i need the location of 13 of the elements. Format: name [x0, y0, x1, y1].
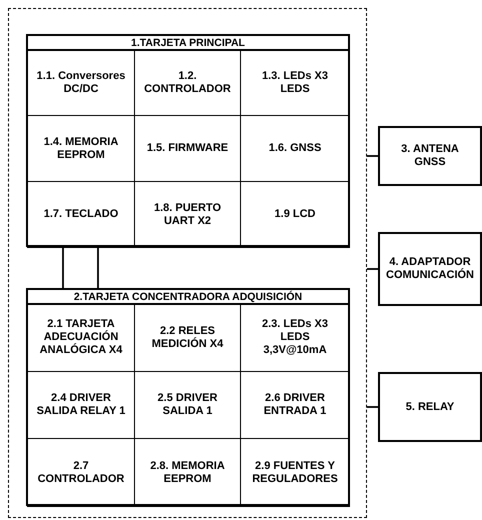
board-title: 2.TARJETA CONCENTRADORA ADQUISICIÓN	[28, 290, 348, 305]
connector-line	[62, 247, 64, 288]
system-boundary	[8, 8, 367, 518]
connector-line	[367, 268, 378, 270]
board-panel	[26, 34, 350, 247]
external-module-box: 3. ANTENA GNSS	[378, 126, 482, 186]
external-module-box: 5. RELAY	[378, 372, 482, 442]
board-panel	[26, 288, 350, 506]
connector-line	[367, 406, 378, 408]
board-title: 1.TARJETA PRINCIPAL	[28, 36, 348, 51]
connector-line	[367, 155, 378, 157]
connector-line	[97, 247, 99, 288]
external-module-box: 4. ADAPTADOR COMUNICACIÓN	[378, 232, 482, 306]
